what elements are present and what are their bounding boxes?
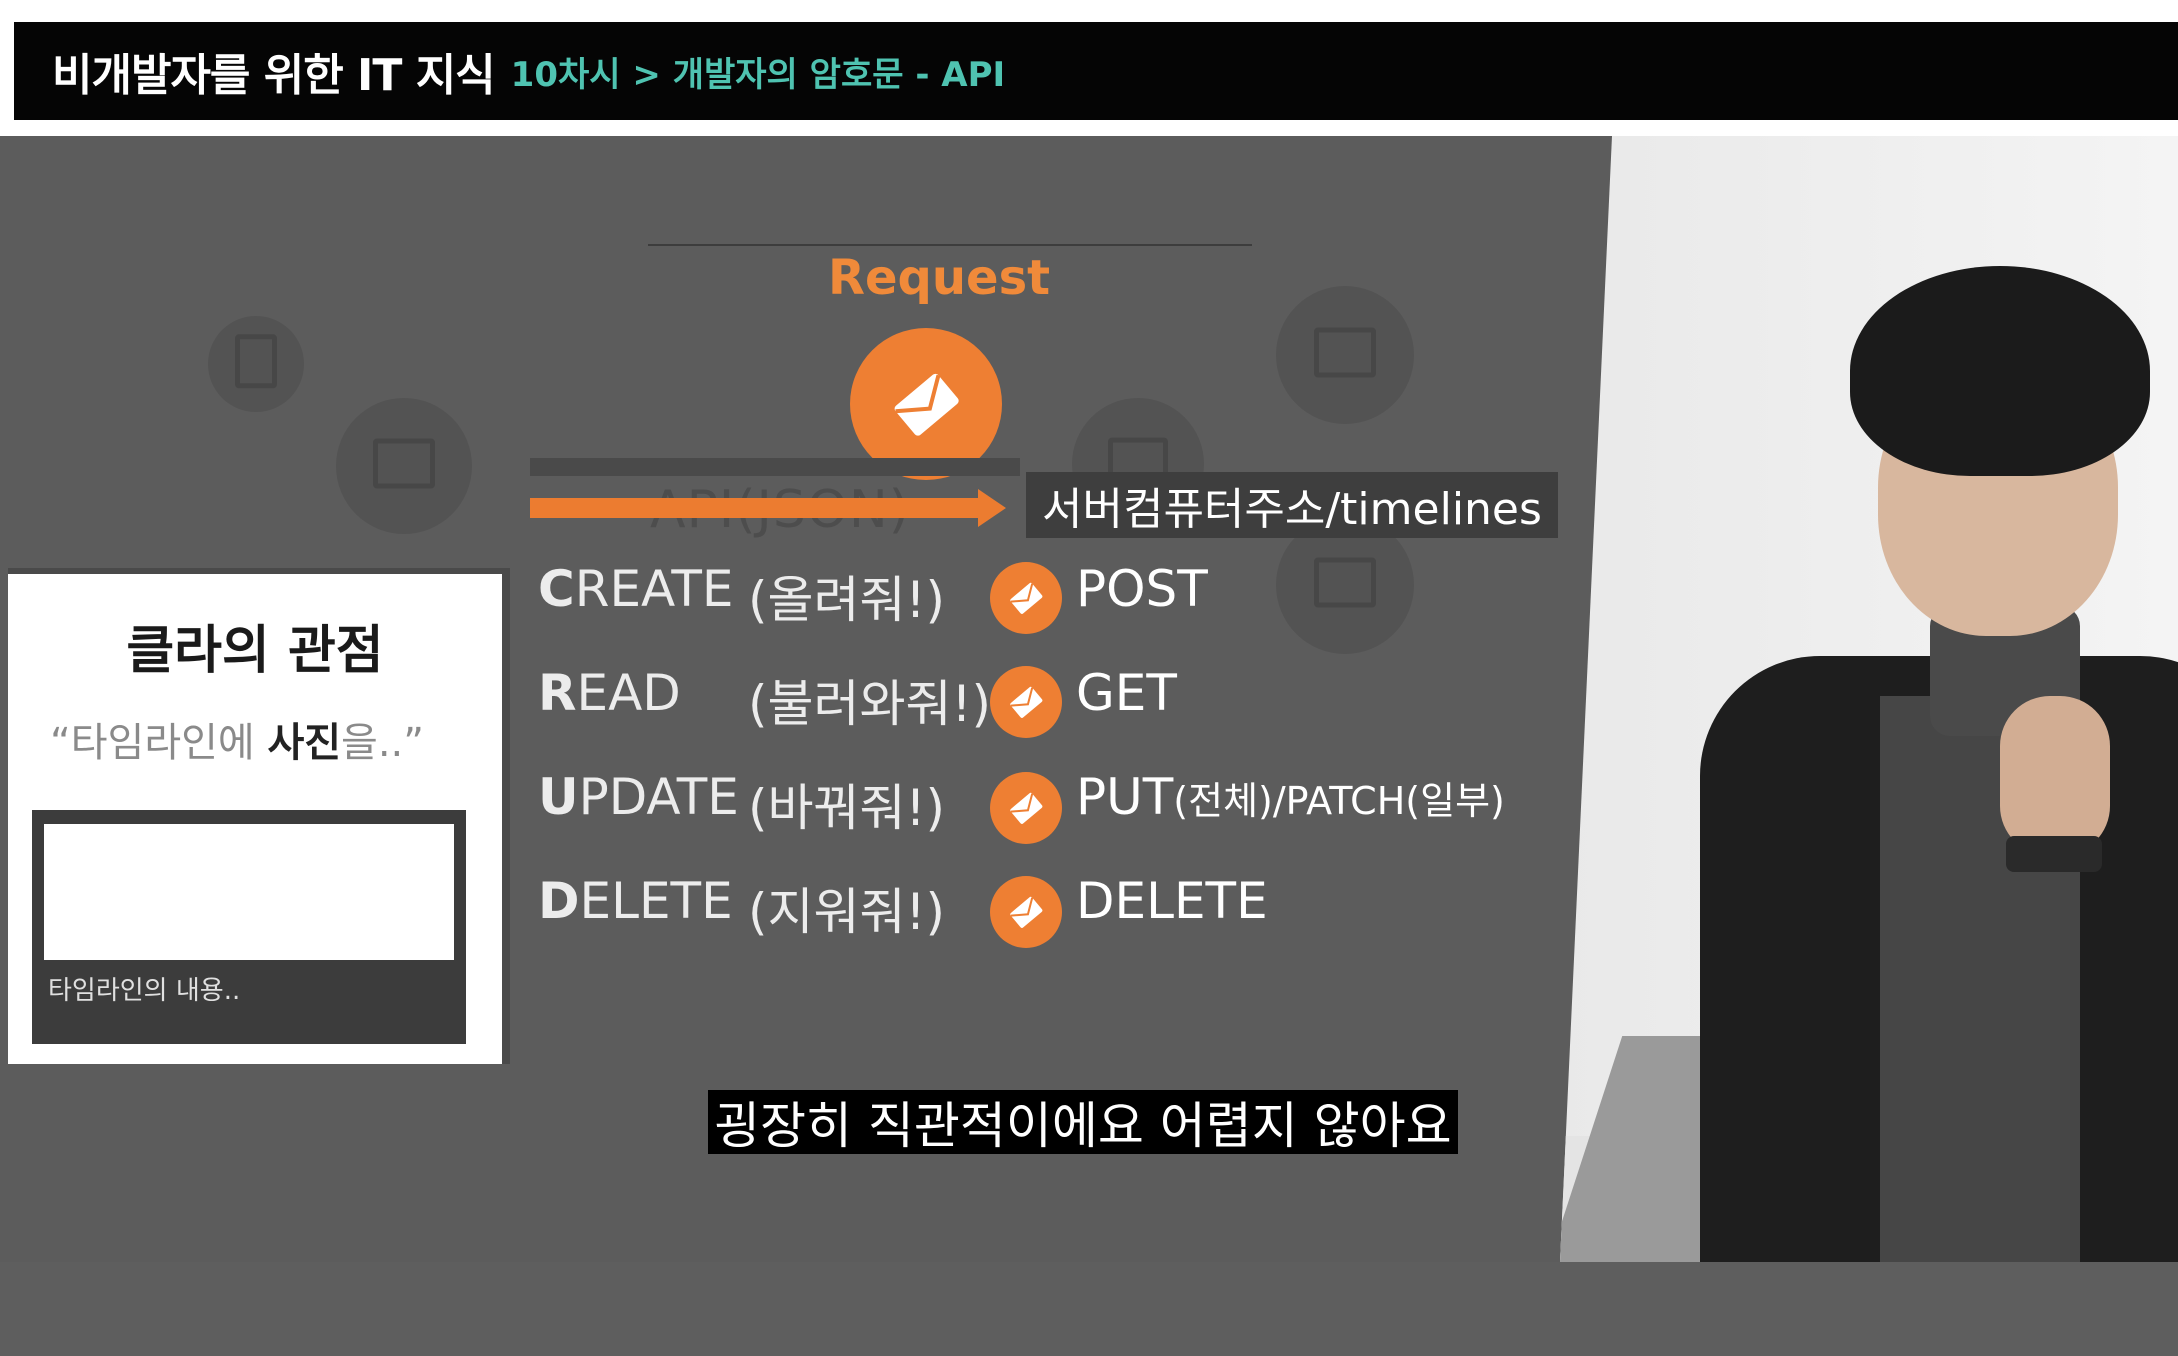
top-banner: 비개발자를 위한 IT 지식 10차시 > 개발자의 암호문 - API xyxy=(0,0,2178,136)
crud-desc-create: (올려줘!) xyxy=(748,571,946,629)
method-delete: DELETE xyxy=(1076,872,1268,930)
envelope-icon xyxy=(1010,582,1043,614)
presenter-video xyxy=(1560,136,2178,1262)
method-badge xyxy=(990,772,1062,844)
timeline-image-placeholder xyxy=(44,824,454,960)
endpoint-url: 서버컴퓨터주소/timelines xyxy=(1026,472,1558,538)
crud-verb-delete: DELETE xyxy=(538,872,733,930)
envelope-icon xyxy=(1010,686,1043,718)
method-get: GET xyxy=(1076,664,1177,722)
request-label: Request xyxy=(828,250,1051,306)
client-perspective-card: 클라의 관점 “타임라인에 사진을..” 타임라인의 내용.. xyxy=(8,568,510,1064)
crud-desc-delete: (지워줘!) xyxy=(748,883,946,941)
card-quote: “타임라인에 사진을..” xyxy=(50,720,424,766)
tablet-icon xyxy=(208,316,304,412)
request-badge xyxy=(850,328,1002,480)
desktop-icon xyxy=(1276,286,1414,424)
crud-verb-read: READ xyxy=(538,664,681,722)
crud-desc-update: (바꿔줘!) xyxy=(748,779,946,837)
method-badge xyxy=(990,562,1062,634)
request-divider xyxy=(648,244,1252,246)
desktop-icon xyxy=(1276,516,1414,654)
method-post: POST xyxy=(1076,560,1208,618)
presenter-hand xyxy=(2000,696,2110,856)
timeline-caption: 타임라인의 내용.. xyxy=(48,976,241,1006)
caption-subtitle: 굉장히 직관적이에요 어렵지 않아요 xyxy=(708,1090,1458,1155)
presenter-hair xyxy=(1850,266,2150,476)
method-badge xyxy=(990,666,1062,738)
crud-desc-read: (불러와줘!) xyxy=(748,675,992,733)
card-title: 클라의 관점 xyxy=(126,621,384,681)
response-arrow xyxy=(530,458,1020,476)
presenter-watch xyxy=(2006,836,2102,872)
request-arrow xyxy=(530,498,980,518)
crud-verb-update: UPDATE xyxy=(538,768,739,826)
crud-verb-create: CREATE xyxy=(538,560,734,618)
envelope-icon xyxy=(894,373,959,436)
request-arrow-head xyxy=(978,489,1006,527)
episode-title: 10차시 > 개발자의 암호문 - API xyxy=(510,54,1006,95)
method-badge xyxy=(990,876,1062,948)
series-title: 비개발자를 위한 IT 지식 xyxy=(52,50,496,101)
desktop-icon xyxy=(336,398,472,534)
timeline-mockup: 타임라인의 내용.. xyxy=(32,810,466,1044)
envelope-icon xyxy=(1010,896,1043,928)
title-bar: 비개발자를 위한 IT 지식 10차시 > 개발자의 암호문 - API xyxy=(14,22,2178,120)
method-put-patch: PUT(전체)/PATCH(일부) xyxy=(1076,768,1505,826)
envelope-icon xyxy=(1010,792,1043,824)
